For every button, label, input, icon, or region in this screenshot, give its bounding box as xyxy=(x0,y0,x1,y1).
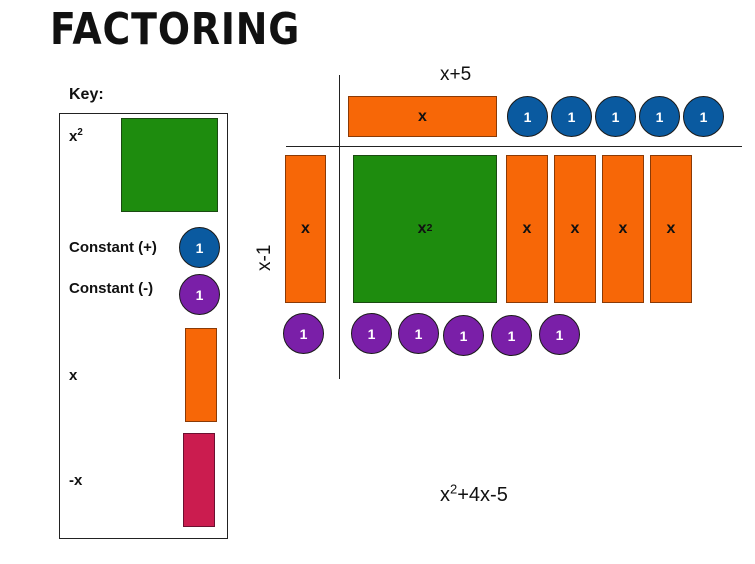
key-x-squared-label: x2 xyxy=(69,127,83,145)
product-x-tile: x xyxy=(650,155,692,303)
top-x-tile: x xyxy=(348,96,497,137)
side-factor-label: x-1 xyxy=(254,244,275,271)
key-constant-pos-label: Constant (+) xyxy=(69,239,157,256)
top-factor-label: x+5 xyxy=(440,64,472,85)
top-constant-pos-tile: 1 xyxy=(551,96,592,137)
key-neg-x-label: -x xyxy=(69,472,83,489)
top-constant-pos-tile: 1 xyxy=(683,96,724,137)
key-x-label: x xyxy=(69,367,78,384)
vertical-axis-line xyxy=(339,75,340,379)
product-x-tile: x xyxy=(506,155,548,303)
product-x-tile: x xyxy=(554,155,596,303)
key-x-squared-tile xyxy=(121,118,218,212)
polynomial-expression: x2+4x-5 xyxy=(440,481,508,506)
key-heading: Key: xyxy=(69,86,104,103)
key-constant-neg-tile: 1 xyxy=(179,274,220,315)
product-constant-neg-tile: 1 xyxy=(398,313,439,354)
top-constant-pos-tile: 1 xyxy=(595,96,636,137)
product-constant-neg-tile: 1 xyxy=(539,314,580,355)
key-neg-x-tile xyxy=(183,433,215,527)
top-constant-pos-tile: 1 xyxy=(507,96,548,137)
product-constant-neg-tile: 1 xyxy=(351,313,392,354)
key-constant-pos-tile: 1 xyxy=(179,227,220,268)
key-panel xyxy=(59,113,228,539)
key-x-tile xyxy=(185,328,217,422)
product-constant-neg-tile: 1 xyxy=(491,315,532,356)
side-x-tile: x xyxy=(285,155,326,303)
product-x-tile: x xyxy=(602,155,644,303)
page-title: FACTORING xyxy=(50,4,301,55)
key-constant-neg-label: Constant (-) xyxy=(69,280,154,297)
horizontal-axis-line xyxy=(286,146,742,147)
side-constant-neg-tile: 1 xyxy=(283,313,324,354)
product-constant-neg-tile: 1 xyxy=(443,315,484,356)
top-constant-pos-tile: 1 xyxy=(639,96,680,137)
